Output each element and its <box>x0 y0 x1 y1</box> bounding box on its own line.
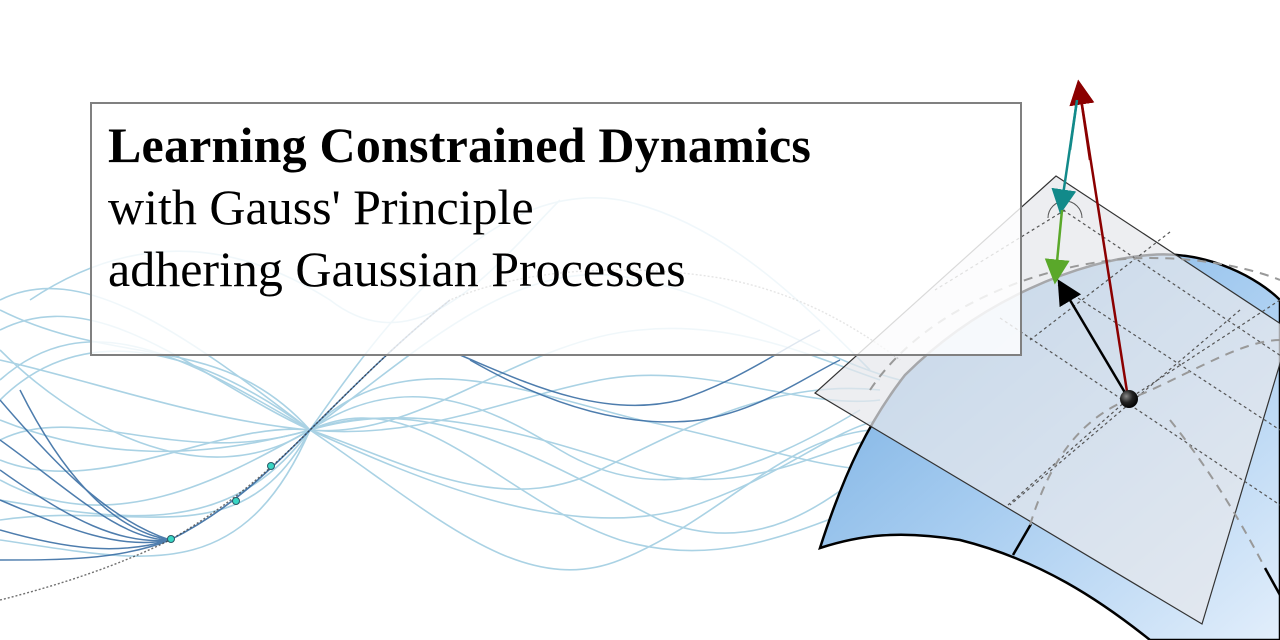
observation-points <box>167 462 275 543</box>
data-point <box>267 462 275 470</box>
manifold-edge-line <box>1011 523 1033 556</box>
data-point <box>167 535 175 543</box>
title-line-2: with Gauss' Principle <box>108 179 534 235</box>
gp-sample-curves-light <box>0 197 901 571</box>
manifold-edge-line <box>1263 567 1280 596</box>
data-point <box>232 497 240 505</box>
title-box: Learning Constrained Dynamics with Gauss… <box>90 102 1022 356</box>
title-line-3: adhering Gaussian Processes <box>108 241 686 297</box>
arrow-green-correction <box>1044 209 1070 285</box>
title-line-1: Learning Constrained Dynamics <box>108 117 812 173</box>
mass-point <box>1120 390 1138 408</box>
plane-grid <box>934 209 1280 506</box>
arrow-black-constrained <box>1057 279 1129 397</box>
